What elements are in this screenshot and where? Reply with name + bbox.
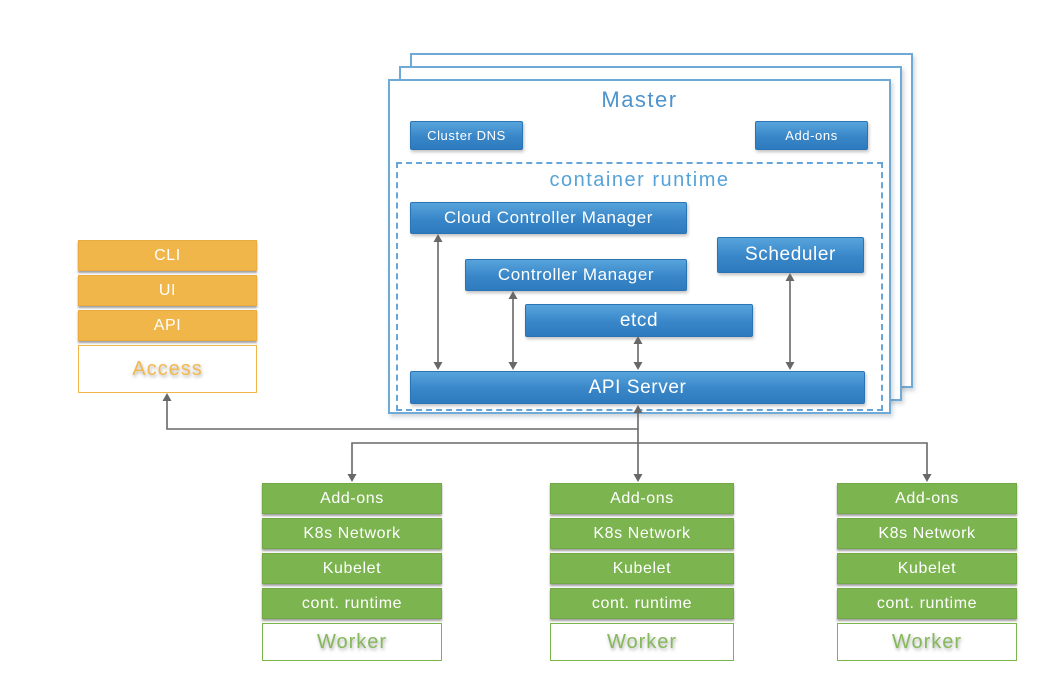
worker1-addons-box: Add-ons bbox=[262, 483, 442, 514]
worker-stack-3: Add-ons K8s Network Kubelet cont. runtim… bbox=[837, 483, 1017, 661]
worker2-label-box: Worker bbox=[550, 623, 734, 661]
worker2-kubelet-box: Kubelet bbox=[550, 553, 734, 584]
api-server-box: API Server bbox=[410, 371, 865, 404]
worker-stack-1: Add-ons K8s Network Kubelet cont. runtim… bbox=[262, 483, 442, 661]
worker3-k8s-network-box: K8s Network bbox=[837, 518, 1017, 549]
worker1-k8s-network-box: K8s Network bbox=[262, 518, 442, 549]
worker3-addons-box: Add-ons bbox=[837, 483, 1017, 514]
etcd-box: etcd bbox=[525, 304, 753, 337]
worker3-label-box: Worker bbox=[837, 623, 1017, 661]
worker1-cont-runtime-box: cont. runtime bbox=[262, 588, 442, 619]
access-box: Access bbox=[78, 345, 257, 393]
worker3-cont-runtime-box: cont. runtime bbox=[837, 588, 1017, 619]
cli-box: CLI bbox=[78, 240, 257, 271]
container-runtime-label: container runtime bbox=[549, 169, 730, 191]
api-box: API bbox=[78, 310, 257, 341]
cluster-dns-box: Cluster DNS bbox=[410, 121, 523, 150]
access-stack: CLI UI API Access bbox=[78, 240, 257, 393]
worker1-label-box: Worker bbox=[262, 623, 442, 661]
worker2-addons-box: Add-ons bbox=[550, 483, 734, 514]
worker2-k8s-network-box: K8s Network bbox=[550, 518, 734, 549]
master-title: Master bbox=[601, 87, 678, 112]
cloud-controller-manager-box: Cloud Controller Manager bbox=[410, 202, 687, 234]
scheduler-box: Scheduler bbox=[717, 237, 864, 273]
controller-manager-box: Controller Manager bbox=[465, 259, 687, 291]
worker3-kubelet-box: Kubelet bbox=[837, 553, 1017, 584]
worker-stack-2: Add-ons K8s Network Kubelet cont. runtim… bbox=[550, 483, 734, 661]
worker2-cont-runtime-box: cont. runtime bbox=[550, 588, 734, 619]
ui-box: UI bbox=[78, 275, 257, 306]
master-addons-box: Add-ons bbox=[755, 121, 868, 150]
worker1-kubelet-box: Kubelet bbox=[262, 553, 442, 584]
